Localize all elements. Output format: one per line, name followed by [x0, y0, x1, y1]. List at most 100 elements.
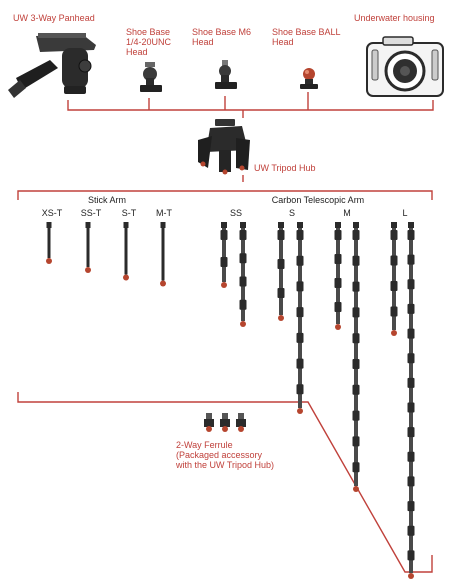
ferrule-icon: [204, 413, 246, 432]
carbon-arm-m-collapsed-cap: [335, 222, 341, 228]
carbon-arm-s-extended-grip: [296, 255, 304, 266]
carbon-arm-l-collapsed-cap: [391, 222, 397, 228]
stick-arm-s-t-shaft: [124, 228, 128, 275]
stick-arm-s-t-tip: [123, 274, 129, 281]
arm-label-s-t: S-T: [121, 208, 137, 218]
stick-arm-m-t-tip: [160, 280, 166, 287]
carbon-arm-ss-extended-shaft: [241, 228, 245, 321]
carbon-arm-s-extended-cap: [297, 222, 303, 228]
stick-arm-m-t-cap: [160, 222, 166, 228]
carbon-arm-l-extended-grip: [407, 279, 415, 290]
carbon-arm-l-collapsed-grip: [390, 306, 398, 317]
shoe-m6-label: Shoe Base M6 Head: [192, 27, 252, 47]
carbon-arm-ss-collapsed-grip: [220, 257, 228, 267]
carbon-arm-ss-collapsed-tip: [221, 282, 227, 288]
carbon-arm-l-extended-grip: [407, 501, 415, 512]
carbon-arm-l-extended-grip: [407, 353, 415, 364]
stick-arm-xs-t-cap: [46, 222, 52, 228]
carbon-arm-m-extended-grip: [352, 281, 360, 292]
carbon-arm-ss-extended-cap: [240, 222, 246, 228]
carbon-arm-l-extended-grip: [407, 303, 415, 314]
carbon-arm-s-collapsed-cap: [278, 222, 284, 228]
carbon-arm-m-collapsed-tip: [335, 324, 341, 330]
carbon-arm-l-extended-grip: [407, 402, 415, 413]
carbon-arm-m-extended-grip: [352, 255, 360, 266]
arm-label-ss-t: SS-T: [80, 208, 102, 218]
arm-label-m: M: [343, 208, 351, 218]
ferrule-label-line3: with the UW Tripod Hub): [176, 460, 275, 470]
stick-arm-xs-t-tip: [46, 258, 52, 264]
carbon-arm-l-extended-tip: [408, 573, 414, 579]
stick-arm-ss-t-shaft: [86, 228, 90, 267]
carbon-arm-l-collapsed-grip: [390, 230, 398, 240]
carbon-arm-m-collapsed-shaft: [336, 228, 340, 324]
carbon-arm-m-extended-grip: [352, 436, 360, 447]
stick-arm-ss-t-tip: [85, 267, 91, 273]
carbon-arm-s-extended-grip: [296, 281, 304, 292]
carbon-arm-s-collapsed-grip: [277, 230, 285, 240]
carbon-arm-l-extended-shaft: [409, 228, 413, 573]
carbon-arm-s-extended-grip: [296, 358, 304, 369]
carbon-arm-m-extended-shaft: [354, 228, 358, 486]
panhead-label: UW 3-Way Panhead: [13, 13, 95, 23]
tripod-hub-icon: [198, 119, 250, 175]
carbon-arm-m-extended-grip: [352, 410, 360, 421]
carbon-arm-group-label: Carbon Telescopic Arm: [271, 195, 365, 205]
carbon-arm-s-extended-grip: [296, 384, 304, 395]
housing-label: Underwater housing: [354, 13, 435, 23]
carbon-arm-m-extended-grip: [352, 359, 360, 369]
hub-label: UW Tripod Hub: [254, 163, 316, 173]
carbon-arm-m-collapsed-grip: [334, 254, 342, 264]
carbon-arm-m-collapsed-grip: [334, 230, 342, 240]
shoe-unc-head-icon: [140, 62, 162, 92]
carbon-arm-l-extended-grip: [407, 451, 415, 462]
carbon-arm-l-extended-grip: [407, 525, 415, 536]
carbon-arm-m-collapsed-grip: [334, 278, 342, 288]
carbon-arm-l-collapsed-tip: [391, 330, 397, 336]
carbon-arm-l-extended-grip: [407, 254, 415, 265]
carbon-arm-ss-extended-tip: [240, 321, 246, 327]
carbon-arm-ss-extended-grip: [239, 230, 247, 240]
carbon-arm-ss-collapsed-grip: [220, 230, 228, 240]
panhead-icon: [8, 33, 96, 98]
carbon-arm-s-extended-grip: [296, 332, 304, 343]
carbon-arm-s-extended-grip: [296, 307, 304, 318]
shoe-unc-label: Shoe Base 1/4-20UNC Head: [126, 27, 172, 57]
shoe-ball-head-icon: [300, 68, 318, 89]
carbon-arm-ss-collapsed-cap: [221, 222, 227, 228]
arm-label-ss: SS: [229, 208, 243, 218]
stick-arm-group-label: Stick Arm: [87, 195, 127, 205]
carbon-arm-s-collapsed-grip: [277, 259, 285, 269]
shoe-ball-label: Shoe Base BALL Head: [272, 27, 341, 47]
ferrule-piece: [236, 413, 246, 432]
carbon-arm-s-extended-tip: [297, 408, 303, 414]
stick-arm-ss-t-cap: [85, 222, 91, 228]
arm-label-l: L: [402, 208, 408, 218]
carbon-arm-l-extended-grip: [407, 427, 415, 438]
arms-bracket: [17, 190, 433, 200]
carbon-arm-l-extended-grip: [407, 230, 415, 240]
carbon-arm-l-extended-grip: [407, 328, 415, 339]
carbon-arm-s-extended-shaft: [298, 228, 302, 408]
stick-arm-m-t-shaft: [161, 228, 165, 281]
carbon-arm-l-collapsed-grip: [390, 255, 398, 266]
carbon-arm-s-collapsed-shaft: [279, 228, 283, 315]
arm-label-m-t: M-T: [156, 208, 172, 218]
ferrule-label: 2-Way Ferrule (Packaged accessory with t…: [176, 440, 274, 470]
carbon-arm-m-extended-grip: [352, 462, 360, 473]
carbon-arm-s-collapsed-tip: [278, 315, 284, 321]
carbon-arm-l-collapsed-shaft: [392, 228, 396, 330]
carbon-arm-ss-extended-grip: [239, 276, 247, 287]
carbon-arm-m-extended-grip: [352, 384, 360, 395]
carbon-arm-l-extended-grip: [407, 377, 415, 388]
shoe-m6-head-icon: [215, 60, 237, 89]
carbon-arm-ss-collapsed-shaft: [222, 228, 226, 282]
carbon-arm-ss-extended-grip: [239, 253, 247, 264]
top-bracket: [67, 92, 434, 118]
arm-label-xs-t: XS-T: [41, 208, 63, 218]
underwater-housing-icon: [366, 36, 444, 97]
stick-arm-xs-t-shaft: [47, 228, 51, 258]
ferrule-label-line1: 2-Way Ferrule: [176, 440, 233, 450]
ferrule-piece: [220, 413, 230, 432]
